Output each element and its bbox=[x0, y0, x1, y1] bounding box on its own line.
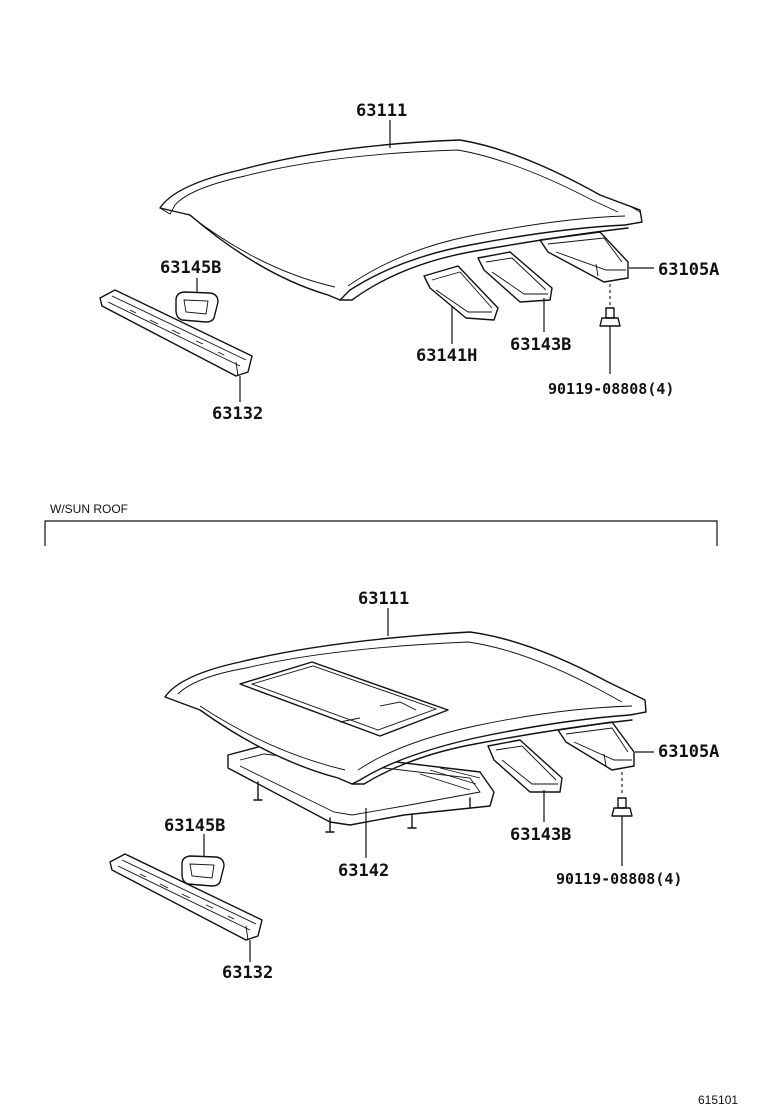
label-reinforcement-b-2: 63143B bbox=[510, 825, 571, 845]
sunroof-section-bracket: W/SUN ROOF bbox=[44, 502, 718, 546]
label-roof-panel: 63111 bbox=[356, 101, 407, 121]
label-rear-rail: 63105A bbox=[658, 260, 719, 280]
reinforcement-b-drawing-2 bbox=[487, 739, 563, 793]
reinforcement-b-drawing bbox=[477, 251, 553, 303]
label-sunroof-frame: 63142 bbox=[338, 861, 389, 881]
label-bolt: 90119-08808(4) bbox=[548, 380, 674, 398]
label-reinforcement-h: 63141H bbox=[416, 346, 477, 366]
reinforcement-h-drawing bbox=[423, 265, 499, 321]
rear-rail-drawing-2 bbox=[557, 721, 635, 771]
roof-panel-drawing bbox=[159, 139, 643, 301]
top-assembly: 63111 63145B 63105A 63132 63141H 63143B … bbox=[99, 101, 719, 424]
figure-code: 615101 bbox=[698, 1093, 738, 1107]
retainer-b-drawing bbox=[175, 291, 219, 323]
front-header-drawing-2 bbox=[109, 853, 263, 941]
rear-rail-drawing bbox=[539, 231, 629, 283]
bolt-drawing bbox=[599, 284, 621, 327]
label-roof-panel-2: 63111 bbox=[358, 589, 409, 609]
label-retainer-b-2: 63145B bbox=[164, 816, 225, 836]
label-front-header-2: 63132 bbox=[222, 963, 273, 983]
retainer-b-drawing-2 bbox=[181, 855, 225, 887]
label-reinforcement-b: 63143B bbox=[510, 335, 571, 355]
label-retainer-b: 63145B bbox=[160, 258, 221, 278]
bottom-assembly: 63111 63105A 63145B 63143B 63142 90119-0… bbox=[109, 589, 719, 983]
label-front-header: 63132 bbox=[212, 404, 263, 424]
roof-panel-sunroof-drawing bbox=[164, 631, 647, 785]
front-header-drawing bbox=[99, 289, 253, 377]
label-bolt-2: 90119-08808(4) bbox=[556, 870, 682, 888]
bolt-drawing-2 bbox=[611, 772, 633, 817]
label-rear-rail-2: 63105A bbox=[658, 742, 719, 762]
section-title: W/SUN ROOF bbox=[50, 502, 128, 516]
